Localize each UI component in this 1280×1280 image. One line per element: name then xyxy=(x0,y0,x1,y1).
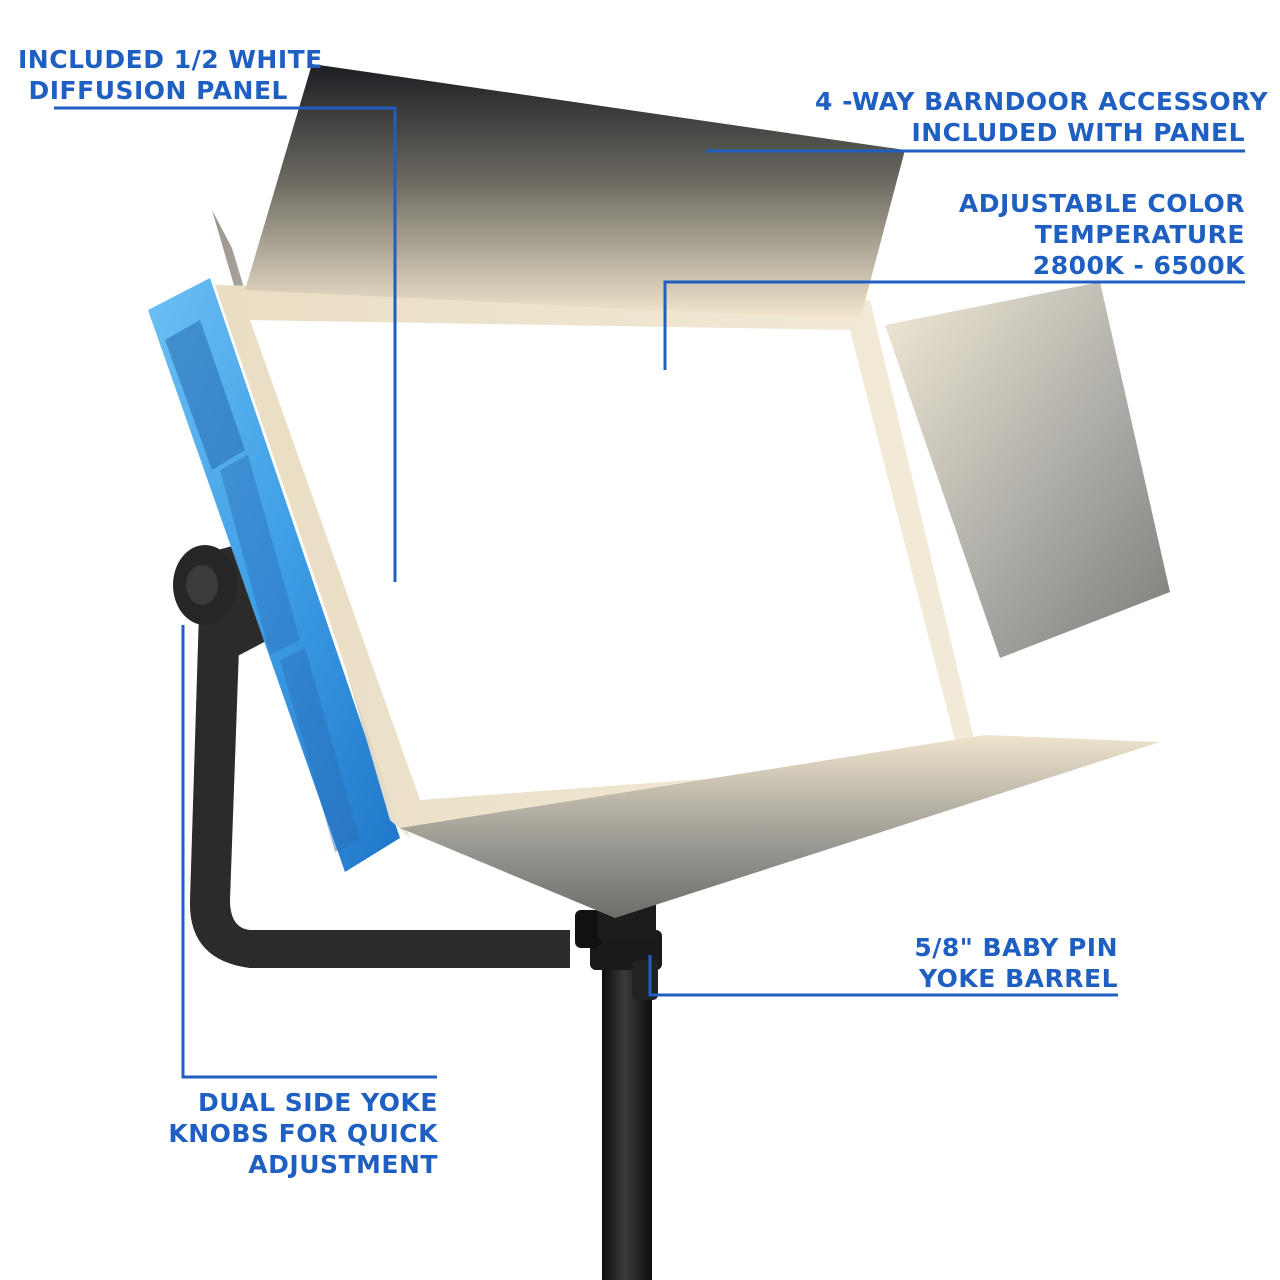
callout-baby-pin: 5/8" BABY PIN YOKE BARREL xyxy=(908,932,1118,994)
callout-line: ADJUSTABLE COLOR xyxy=(958,189,1245,218)
yoke-knob xyxy=(173,545,237,625)
top-barndoor xyxy=(245,64,905,320)
right-barndoor xyxy=(885,282,1170,658)
callout-diffusion-panel: INCLUDED 1/2 WHITE DIFFUSION PANEL xyxy=(18,44,323,106)
callout-line: ADJUSTMENT xyxy=(248,1150,438,1179)
callout-leaders xyxy=(54,106,1245,1079)
diffusion-panel xyxy=(250,320,960,800)
callout-yoke-knobs: DUAL SIDE YOKE KNOBS FOR QUICK ADJUSTMEN… xyxy=(168,1087,438,1180)
panel-body xyxy=(148,278,400,872)
leader-colortemp xyxy=(663,280,1245,370)
leader-babypin xyxy=(648,955,1118,997)
callout-line: TEMPERATURE xyxy=(1034,220,1245,249)
callout-line: 5/8" BABY PIN xyxy=(914,933,1118,962)
leader-diffusion xyxy=(54,106,397,582)
callout-color-temperature: ADJUSTABLE COLOR TEMPERATURE 2800K - 650… xyxy=(955,188,1245,281)
callout-line: KNOBS FOR QUICK xyxy=(168,1119,438,1148)
callout-barndoor: 4 -WAY BARNDOOR ACCESSORY INCLUDED WITH … xyxy=(815,86,1269,148)
callout-line: 2800K - 6500K xyxy=(1032,251,1245,280)
callout-line: YOKE BARREL xyxy=(918,964,1118,993)
bottom-barndoor xyxy=(400,735,1160,918)
yoke-barrel-knob xyxy=(575,910,601,948)
callout-line: DUAL SIDE YOKE xyxy=(197,1088,438,1117)
callout-line: INCLUDED 1/2 WHITE xyxy=(18,45,323,74)
callout-line: DIFFUSION PANEL xyxy=(28,76,288,105)
leader-yoke xyxy=(181,625,437,1079)
callout-line: 4 -WAY BARNDOOR ACCESSORY xyxy=(815,87,1269,116)
callout-line: INCLUDED WITH PANEL xyxy=(911,118,1245,147)
